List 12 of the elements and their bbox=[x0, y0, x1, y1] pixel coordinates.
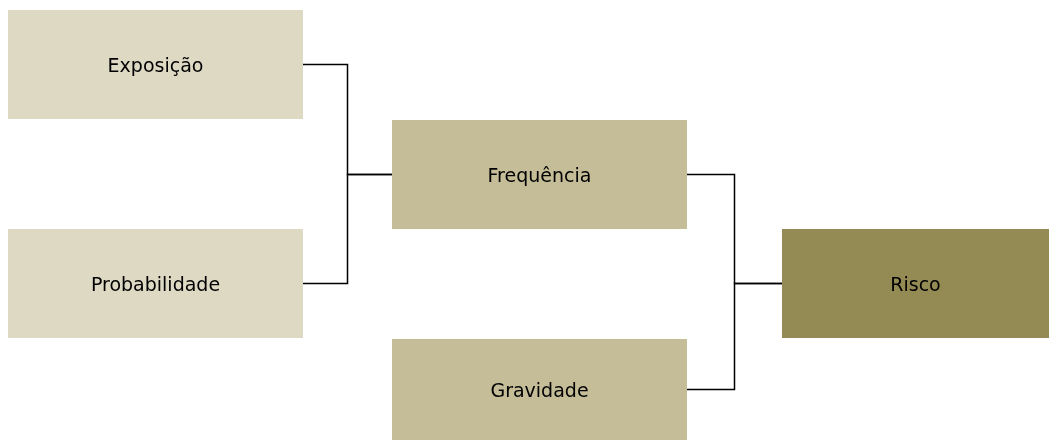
process-box bbox=[782, 229, 1049, 338]
process-box bbox=[8, 229, 303, 338]
box-label: Probabilidade bbox=[90, 272, 221, 295]
box-label: Gravidade bbox=[490, 378, 589, 401]
process-box bbox=[8, 10, 303, 119]
connector-line bbox=[686, 282, 783, 391]
box-label: Exposição bbox=[107, 53, 204, 76]
process-box bbox=[392, 339, 687, 440]
box-label: Frequência bbox=[487, 163, 592, 186]
process-box bbox=[392, 120, 687, 229]
box-label: Risco bbox=[890, 272, 941, 295]
connector-line bbox=[302, 173, 393, 285]
